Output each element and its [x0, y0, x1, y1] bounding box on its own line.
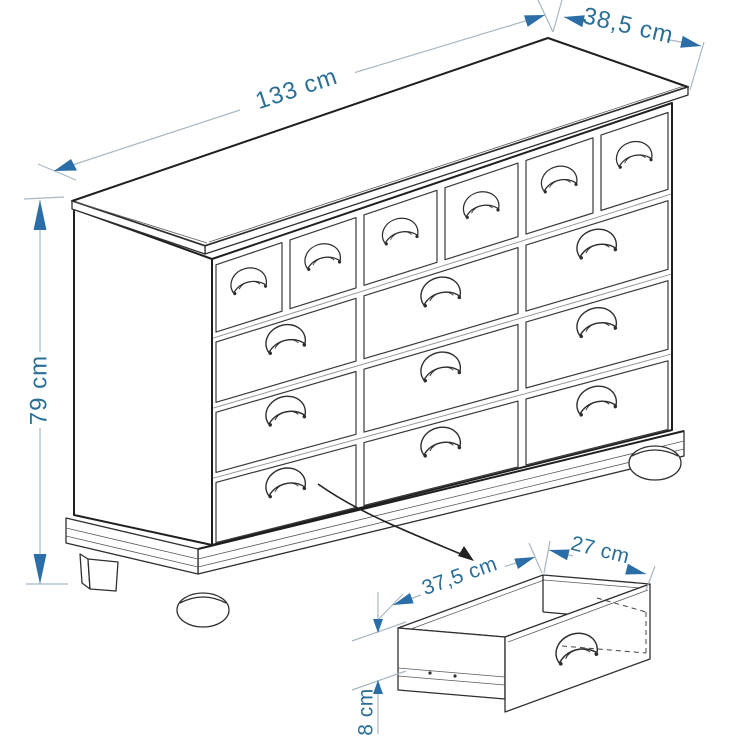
arrowhead-icon [514, 557, 535, 569]
top-bevel-line [75, 201, 208, 244]
front-panel-bevel [507, 589, 649, 643]
dimension-drawer-height: 8 cm [351, 592, 407, 736]
drawer-front [215, 242, 283, 333]
dimension-height: 79 cm [23, 196, 68, 585]
extension-line [537, 0, 554, 33]
extension-line [375, 593, 404, 623]
extension-line [528, 542, 543, 574]
arrowhead-icon [549, 549, 570, 561]
drawer-front [215, 297, 357, 403]
plinth-line [197, 448, 685, 568]
exploded-view-arrow [317, 483, 474, 561]
dimension-label-depth: 38,5 cm [580, 2, 676, 49]
drawer-grid [212, 111, 672, 544]
drawer-front [525, 280, 669, 389]
extension-line [689, 41, 705, 91]
runner-groove [397, 675, 506, 686]
dimension-label-height: 79 cm [25, 355, 52, 425]
runner-groove [397, 667, 506, 678]
extension-line [645, 565, 656, 591]
top-bevel-line [208, 85, 685, 243]
drawer-side-panel [397, 627, 506, 700]
chest-drawing [65, 37, 689, 628]
screw-hole [428, 671, 432, 675]
drawer-rail-line [212, 193, 672, 339]
square-foot-front [87, 558, 119, 592]
dimension-label-width: 133 cm [252, 63, 341, 115]
arrowhead-icon [33, 200, 47, 230]
plinth-line [197, 440, 685, 560]
extension-line [37, 163, 77, 181]
drawer-front [363, 247, 519, 360]
bun-foot-left-turning [179, 596, 227, 604]
chest-side-panel [73, 208, 213, 546]
drawer-front [363, 323, 519, 433]
drawer-detail-drawing [397, 574, 651, 713]
plinth-line [65, 535, 199, 568]
drawer-front [525, 200, 669, 312]
dimension-label-drawer-height: 8 cm [355, 688, 378, 736]
drawer-front [289, 217, 357, 310]
dimension-line [354, 14, 546, 74]
drawer-rail-line [212, 273, 672, 409]
dimension-label-drawer-width: 37,5 cm [419, 552, 500, 600]
extension-line [351, 670, 407, 691]
feet [79, 445, 682, 628]
extension-line [543, 540, 551, 574]
screw-hole [453, 674, 457, 678]
drawer-front [525, 360, 669, 466]
plinth-top-edge [197, 430, 685, 550]
arrowhead-icon [54, 159, 77, 171]
bun-foot-right-turning [631, 449, 679, 457]
drawer-front [444, 162, 519, 261]
arrowhead-icon [373, 680, 383, 694]
arrowhead-icon [680, 35, 701, 48]
dimension-label-drawer-depth: 27 cm [569, 532, 632, 568]
dimension-line [53, 109, 241, 172]
chest-top-edge-left [71, 200, 206, 255]
plinth-molding [65, 430, 685, 575]
curved-arrow-head-icon [458, 546, 474, 561]
bun-foot-left [176, 592, 230, 628]
drawer-front [363, 400, 519, 507]
drawer-front [363, 189, 438, 286]
extension-line [552, 0, 563, 33]
drawer-wall-thickness [403, 579, 648, 632]
drawer-front [215, 370, 357, 473]
drawer-front [525, 137, 594, 235]
arrowhead-icon [625, 563, 646, 575]
arrowhead-icon [524, 15, 545, 27]
arrowhead-icon [33, 554, 47, 584]
drawer-front [600, 111, 669, 212]
arrowhead-icon [564, 15, 585, 28]
bun-foot-right [628, 445, 682, 481]
arrowhead-icon [393, 593, 414, 605]
plinth-line [65, 527, 199, 560]
arrowhead-icon [373, 619, 383, 633]
extension-line [23, 196, 65, 200]
drawer-rail-line [212, 353, 672, 479]
extension-line [351, 621, 407, 642]
plinth-side [65, 517, 199, 575]
curved-arrow-line [317, 483, 469, 558]
